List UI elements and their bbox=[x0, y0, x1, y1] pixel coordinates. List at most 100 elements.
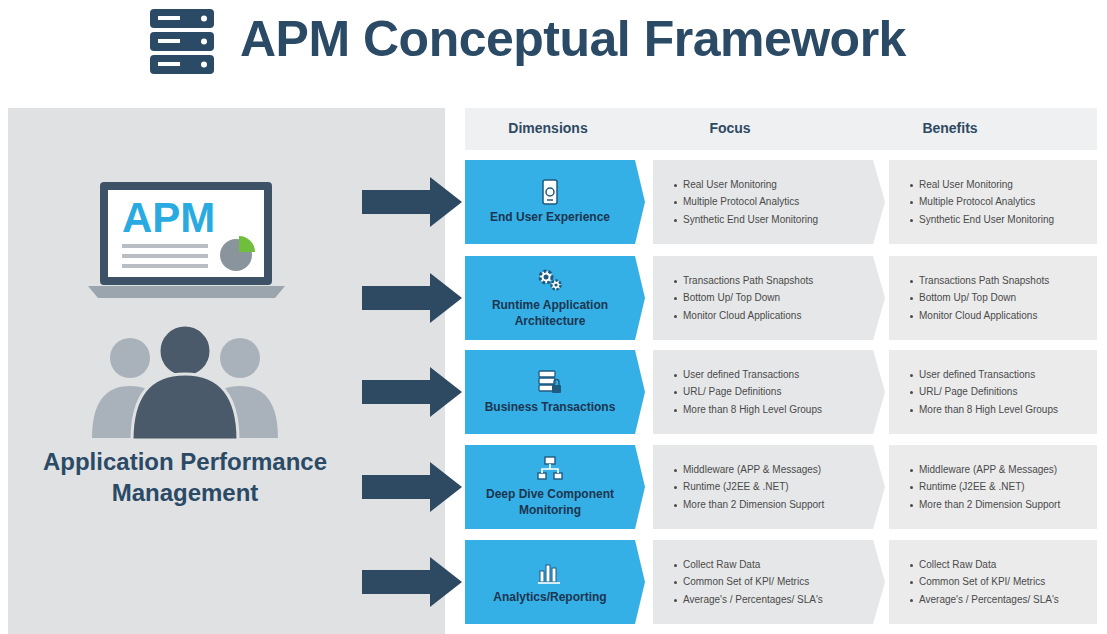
dimension-icon bbox=[536, 558, 564, 586]
decoration bbox=[552, 281, 561, 290]
decoration bbox=[542, 464, 558, 473]
benefit-box: Collect Raw DataCommon Set of KPI/ Metri… bbox=[889, 540, 1097, 624]
decoration bbox=[539, 378, 555, 384]
dimension-box: Runtime Application Architecture bbox=[465, 256, 645, 340]
decoration bbox=[540, 271, 552, 283]
dimension-box: Deep Dive Component Monitoring bbox=[465, 445, 645, 529]
dimension-icon bbox=[536, 266, 564, 294]
block-arrow bbox=[362, 367, 462, 417]
text-line bbox=[122, 254, 208, 258]
decoration bbox=[132, 374, 238, 440]
pie-slice bbox=[239, 236, 255, 252]
bullet-item: More than 2 Dimension Support bbox=[673, 496, 867, 514]
decoration bbox=[546, 565, 550, 582]
chevron-fill bbox=[465, 256, 645, 340]
decoration bbox=[547, 199, 553, 201]
bullet-item: Transactions Path Snapshots bbox=[673, 272, 867, 290]
dimension-label: Analytics/Reporting bbox=[493, 590, 606, 606]
decoration bbox=[545, 457, 555, 464]
bullet-item: Transactions Path Snapshots bbox=[909, 272, 1079, 290]
decoration bbox=[158, 16, 180, 20]
bullet-item: Real User Monitoring bbox=[673, 176, 867, 194]
dimension-icon bbox=[536, 368, 564, 396]
bullet-item: Average's / Percentages/ SLA's bbox=[909, 591, 1079, 609]
dimension-label: Runtime Application Architecture bbox=[473, 298, 627, 329]
focus-box: Collect Raw DataCommon Set of KPI/ Metri… bbox=[653, 540, 885, 624]
decoration bbox=[552, 568, 556, 582]
chevron-fill bbox=[465, 445, 645, 529]
dimension-box: End User Experience bbox=[465, 160, 645, 244]
benefit-box: Transactions Path SnapshotsBottom Up/ To… bbox=[889, 256, 1097, 340]
bullet-item: Monitor Cloud Applications bbox=[909, 307, 1079, 325]
laptop-base bbox=[88, 286, 285, 298]
screen-label: APM bbox=[122, 194, 215, 242]
chevron-fill bbox=[465, 350, 645, 434]
bullet-item: Common Set of KPI/ Metrics bbox=[673, 573, 867, 591]
bullet-item: Middleware (APP & Messages) bbox=[673, 461, 867, 479]
column-header: Dimensions bbox=[468, 120, 628, 136]
block-arrow bbox=[362, 273, 462, 323]
chevron-fill bbox=[465, 540, 645, 624]
decoration bbox=[201, 16, 207, 22]
bullet-item: Runtime (J2EE & .NET) bbox=[673, 478, 867, 496]
chevron-fill bbox=[889, 445, 1097, 529]
chevron-fill bbox=[653, 445, 885, 529]
bullet-item: Bottom Up/ Top Down bbox=[909, 289, 1079, 307]
chevron-fill bbox=[889, 160, 1097, 244]
chevron-fill bbox=[889, 540, 1097, 624]
decoration bbox=[538, 582, 560, 584]
column-header: Focus bbox=[650, 120, 810, 136]
column-header: Benefits bbox=[870, 120, 1030, 136]
decoration bbox=[158, 39, 180, 43]
decoration bbox=[554, 380, 559, 385]
decoration bbox=[110, 338, 150, 378]
decoration bbox=[220, 338, 260, 378]
focus-box: Real User MonitoringMultiple Protocol An… bbox=[653, 160, 885, 244]
benefit-box: User defined TransactionsURL/ Page Defin… bbox=[889, 350, 1097, 434]
server-icon bbox=[150, 9, 214, 74]
decoration bbox=[554, 284, 557, 287]
chevron-fill bbox=[653, 540, 885, 624]
block-arrow bbox=[362, 557, 462, 607]
bullet-item: User defined Transactions bbox=[673, 366, 867, 384]
dimension-icon bbox=[536, 178, 564, 206]
dimension-box: Business Transactions bbox=[465, 350, 645, 434]
chevron-fill bbox=[889, 256, 1097, 340]
decoration bbox=[150, 55, 214, 74]
benefit-box: Middleware (APP & Messages)Runtime (J2EE… bbox=[889, 445, 1097, 529]
decoration bbox=[546, 188, 554, 196]
decoration bbox=[543, 180, 557, 204]
bullet-item: More than 8 High Level Groups bbox=[909, 401, 1079, 419]
decoration bbox=[539, 371, 555, 377]
bullet-item: User defined Transactions bbox=[909, 366, 1079, 384]
bullet-item: Real User Monitoring bbox=[909, 176, 1079, 194]
benefit-box: Real User MonitoringMultiple Protocol An… bbox=[889, 160, 1097, 244]
decoration bbox=[538, 473, 546, 479]
decoration bbox=[150, 9, 214, 28]
bullet-item: Multiple Protocol Analytics bbox=[909, 193, 1079, 211]
block-arrow bbox=[362, 177, 462, 227]
bullet-item: Bottom Up/ Top Down bbox=[673, 289, 867, 307]
dimension-label: Business Transactions bbox=[485, 400, 616, 416]
decoration bbox=[201, 62, 207, 68]
focus-box: Transactions Path SnapshotsBottom Up/ To… bbox=[653, 256, 885, 340]
dimension-box: Analytics/Reporting bbox=[465, 540, 645, 624]
panel-title: Application Performance Management bbox=[18, 446, 352, 508]
people-icon bbox=[92, 325, 278, 440]
bullet-item: Multiple Protocol Analytics bbox=[673, 193, 867, 211]
bullet-item: Common Set of KPI/ Metrics bbox=[909, 573, 1079, 591]
text-line bbox=[122, 264, 208, 268]
decoration bbox=[554, 473, 562, 479]
chevron-fill bbox=[653, 256, 885, 340]
text-line bbox=[122, 244, 208, 248]
bullet-item: URL/ Page Definitions bbox=[673, 383, 867, 401]
bullet-item: Runtime (J2EE & .NET) bbox=[909, 478, 1079, 496]
dimension-label: Deep Dive Component Monitoring bbox=[473, 487, 627, 518]
chevron-fill bbox=[653, 160, 885, 244]
focus-box: User defined TransactionsURL/ Page Defin… bbox=[653, 350, 885, 434]
decoration bbox=[158, 62, 180, 66]
chevron-fill bbox=[465, 160, 645, 244]
dimension-icon bbox=[536, 455, 564, 483]
decoration bbox=[150, 32, 214, 51]
